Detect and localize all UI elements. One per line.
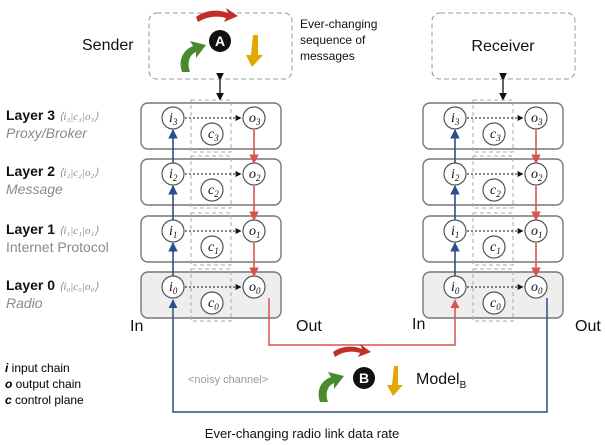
sender-control-node-label-2: c2 [208, 183, 219, 199]
sender-note-line3: messages [300, 49, 355, 63]
receiver-control-node-label-0: c0 [490, 296, 501, 312]
sender-input-node-label-1: i1 [169, 224, 177, 240]
layer-subtitle-2: Message [6, 181, 63, 197]
sender-output-node-label-3: o3 [249, 111, 261, 127]
receiver-control-node-0 [482, 291, 506, 315]
sender-input-node-label-2: i2 [169, 167, 178, 183]
layer-subtitle-0: Radio [6, 295, 43, 311]
receiver-output-node-label-0: o0 [531, 280, 543, 296]
receiver-input-node-3 [443, 106, 467, 130]
layer-title-3: Layer 3⟨i₃|c₃|o₃⟩ [6, 107, 99, 123]
receiver-control-node-2 [482, 178, 506, 202]
receiver-input-node-label-3: i3 [451, 111, 460, 127]
sender-control-column-0 [190, 268, 232, 322]
sender-control-node-0 [200, 291, 224, 315]
receiver-output-node-label-3: o3 [531, 111, 543, 127]
channel-cycle-arrows-icon [318, 344, 403, 402]
legend: i input chain o output chain c control p… [5, 361, 84, 407]
receiver-input-node-label-2: i2 [451, 167, 460, 183]
svg-text:A: A [215, 33, 225, 49]
receiver-control-column-0 [472, 268, 514, 322]
model-label: ModelB [416, 371, 467, 391]
channel-forward-path [268, 298, 460, 346]
channel-badge [353, 367, 375, 389]
svg-text:i input chain: i input chain [5, 361, 70, 375]
sender-label: Sender [82, 37, 134, 54]
layer-title-1: Layer 1⟨i₁|c₁|o₁⟩ [6, 221, 99, 237]
sender-control-node-label-1: c1 [208, 240, 219, 256]
sender-output-node-3 [242, 106, 266, 130]
receiver-output-node-3 [524, 106, 548, 130]
sender-note-line2: sequence of [300, 33, 366, 47]
channel-caption: Ever-changing radio link data rate [205, 426, 399, 441]
receiver-stack: i3 o3 c3 i2 o2 c2 i1 o1 c1 i0 o0 c0 [422, 99, 564, 322]
receiver-control-node-3 [482, 122, 506, 146]
out-label-left: Out [296, 318, 322, 335]
receiver-label: Receiver [471, 38, 535, 55]
receiver-control-node-1 [482, 235, 506, 259]
sender-control-node-2 [200, 178, 224, 202]
receiver-control-column-1 [472, 212, 514, 266]
in-label-right: In [412, 316, 425, 333]
receiver-output-node-label-1: o1 [531, 224, 543, 240]
sender-output-node-label-2: o2 [249, 167, 261, 183]
receiver-output-node-label-2: o2 [531, 167, 543, 183]
sender-control-column-1 [190, 212, 232, 266]
noisy-channel-label: <noisy channel> [188, 374, 268, 386]
receiver-control-column-3 [472, 99, 514, 153]
sender-input-node-label-0: i0 [169, 280, 178, 296]
svg-text:c control plane: c control plane [5, 393, 84, 407]
receiver-control-node-label-2: c2 [490, 183, 501, 199]
sender-output-node-label-0: o0 [249, 280, 261, 296]
sender-control-node-label-3: c3 [208, 127, 219, 143]
receiver-control-column-2 [472, 155, 514, 209]
sender-output-node-label-1: o1 [249, 224, 261, 240]
out-label-right: Out [575, 318, 601, 335]
svg-text:B: B [359, 370, 369, 386]
channel-return-path [168, 298, 548, 413]
sender-control-node-label-0: c0 [208, 296, 219, 312]
svg-text:o output chain: o output chain [5, 377, 81, 391]
sender-control-node-1 [200, 235, 224, 259]
layer-title-0: Layer 0⟨i₀|c₀|o₀⟩ [6, 277, 99, 293]
layer-title-2: Layer 2⟨i₂|c₂|o₂⟩ [6, 163, 99, 179]
sender-control-node-3 [200, 122, 224, 146]
receiver-input-node-label-0: i0 [451, 280, 460, 296]
sender-input-node-3 [161, 106, 185, 130]
receiver-control-node-label-1: c1 [490, 240, 501, 256]
sender-note-line1: Ever-changing [300, 17, 377, 31]
in-label-left: In [130, 318, 143, 335]
sender-cycle-arrows-icon [180, 8, 263, 72]
receiver-control-node-label-3: c3 [490, 127, 501, 143]
layer-subtitle-3: Proxy/Broker [6, 125, 88, 141]
receiver-input-node-label-1: i1 [451, 224, 459, 240]
sender-input-node-label-3: i3 [169, 111, 178, 127]
sender-stack: i3 o3 c3 i2 o2 c2 i1 o1 c1 i0 o0 c0 [140, 99, 282, 322]
sender-badge [209, 30, 231, 52]
layer-subtitle-1: Internet Protocol [6, 239, 109, 255]
sender-control-column-3 [190, 99, 232, 153]
sender-control-column-2 [190, 155, 232, 209]
